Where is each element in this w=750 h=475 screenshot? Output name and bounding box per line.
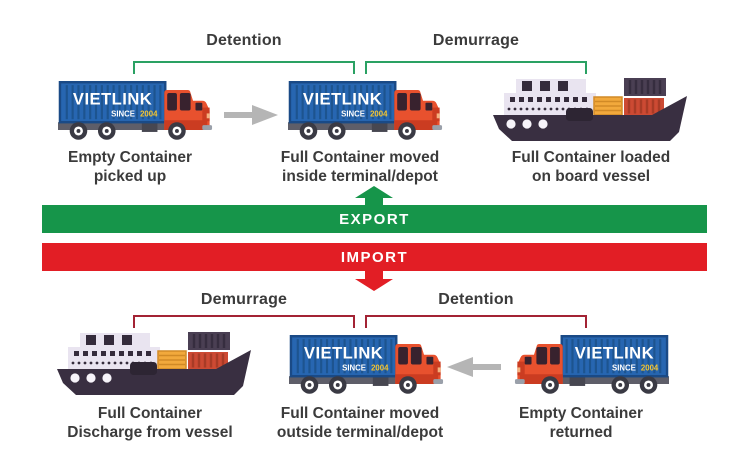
import-band-label: IMPORT [340, 248, 409, 266]
export-demurrage-bracket [365, 61, 587, 74]
caption-line: returned [549, 424, 613, 441]
step-caption-empty-returned: Empty Container returned [466, 404, 696, 442]
cargo-ship-icon [493, 78, 687, 141]
vietlink-logo: VIETLINK [575, 344, 654, 363]
truck-wheels [69, 122, 186, 140]
step-caption-empty-picked-up: Empty Container picked up [15, 148, 245, 186]
ship-containers [593, 78, 666, 116]
import-detention-bracket [365, 315, 587, 328]
since-label: SINCE [612, 363, 636, 372]
step-caption-loaded-vessel: Full Container loaded on board vessel [476, 148, 706, 186]
export-up-arrow-icon [355, 186, 393, 205]
caption-line: on board vessel [531, 168, 650, 185]
caption-line: inside terminal/depot [282, 168, 438, 185]
caption-line: Full Container moved [280, 149, 440, 166]
flow-arrow-left-icon [447, 357, 501, 377]
container-truck-icon: VIETLINK SINCE 2004 [289, 335, 444, 394]
since-year: 2004 [371, 363, 389, 372]
cargo-ship-icon [57, 332, 251, 395]
export-detention-label: Detention [206, 32, 282, 49]
import-demurrage-label: Demurrage [200, 291, 288, 308]
export-demurrage-label: Demurrage [432, 32, 520, 49]
flow-arrow-right-icon [224, 105, 278, 125]
export-band-label: EXPORT [339, 210, 410, 228]
since-label: SINCE [341, 109, 365, 118]
truck-wheels [541, 376, 658, 394]
since-year: 2004 [140, 109, 158, 118]
truck-body [514, 335, 669, 394]
step-caption-moved-inside: Full Container moved inside terminal/dep… [245, 148, 475, 186]
since-year: 2004 [370, 109, 388, 118]
step-caption-discharge-vessel: Full Container Discharge from vessel [35, 404, 265, 442]
caption-line: picked up [93, 168, 167, 185]
container-truck-icon: VIETLINK SINCE 2004 [58, 81, 213, 140]
caption-line: outside terminal/depot [276, 424, 444, 441]
since-year: 2004 [641, 363, 659, 372]
caption-line: Full Container [97, 405, 203, 422]
caption-line: Full Container moved [280, 405, 440, 422]
truck-wheels [300, 376, 417, 394]
truck-wheels [299, 122, 416, 140]
export-detention-bracket [133, 61, 355, 74]
caption-line: Full Container loaded [511, 149, 671, 166]
caption-line: Discharge from vessel [67, 424, 233, 441]
container-truck-icon: VIETLINK SINCE 2004 [288, 81, 443, 140]
import-down-arrow-icon [355, 271, 393, 291]
since-label: SINCE [111, 109, 135, 118]
export-band: EXPORT [42, 205, 707, 233]
import-detention-label: Detention [438, 291, 514, 308]
caption-line: Empty Container [518, 405, 643, 422]
since-label: SINCE [342, 363, 366, 372]
vietlink-logo: VIETLINK [73, 90, 152, 109]
ship-containers [157, 332, 230, 370]
step-caption-moved-outside: Full Container moved outside terminal/de… [243, 404, 477, 442]
container-truck-icon: VIETLINK SINCE 2004 [514, 335, 669, 394]
import-demurrage-bracket [133, 315, 355, 328]
import-band: IMPORT [42, 243, 707, 271]
vietlink-logo: VIETLINK [303, 90, 382, 109]
caption-line: Empty Container [67, 149, 192, 166]
vietlink-logo: VIETLINK [304, 344, 383, 363]
